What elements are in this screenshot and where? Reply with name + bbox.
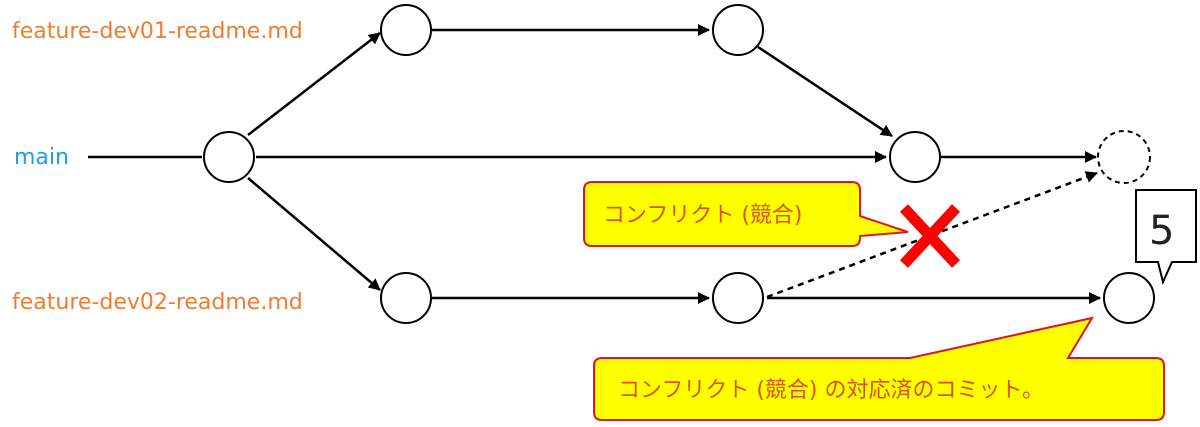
commit-main-start xyxy=(203,131,255,183)
commit-main-pending xyxy=(1097,130,1151,184)
branch-label-main: main xyxy=(14,145,69,170)
edge-main-to-f1a xyxy=(247,32,381,136)
callout-resolved: コンフリクト (競合) の対応済のコミット。 xyxy=(593,316,1165,421)
callout-conflict-text: コンフリクト (競合) xyxy=(603,203,803,228)
step-badge: 5 xyxy=(1135,189,1197,286)
commit-nodes xyxy=(203,4,1155,324)
edges xyxy=(88,24,1101,304)
cross-icon xyxy=(899,204,961,268)
commit-f2-2 xyxy=(712,272,764,324)
commit-f2-resolved xyxy=(1103,272,1155,324)
commit-f2-1 xyxy=(380,272,432,324)
callout-resolved-text: コンフリクト (競合) の対応済のコミット。 xyxy=(618,378,1044,403)
branch-label-feature-dev01: feature-dev01-readme.md xyxy=(12,19,303,44)
commit-f1-1 xyxy=(380,4,432,56)
edge-main-to-f2a xyxy=(247,177,381,291)
commit-main-merge xyxy=(889,131,941,183)
commit-f1-2 xyxy=(712,4,764,56)
callout-conflict: コンフリクト (競合) xyxy=(583,181,909,247)
branch-label-feature-dev02: feature-dev02-readme.md xyxy=(12,290,303,315)
step-number: 5 xyxy=(1149,208,1174,254)
edge-f1b-merge xyxy=(757,45,893,138)
